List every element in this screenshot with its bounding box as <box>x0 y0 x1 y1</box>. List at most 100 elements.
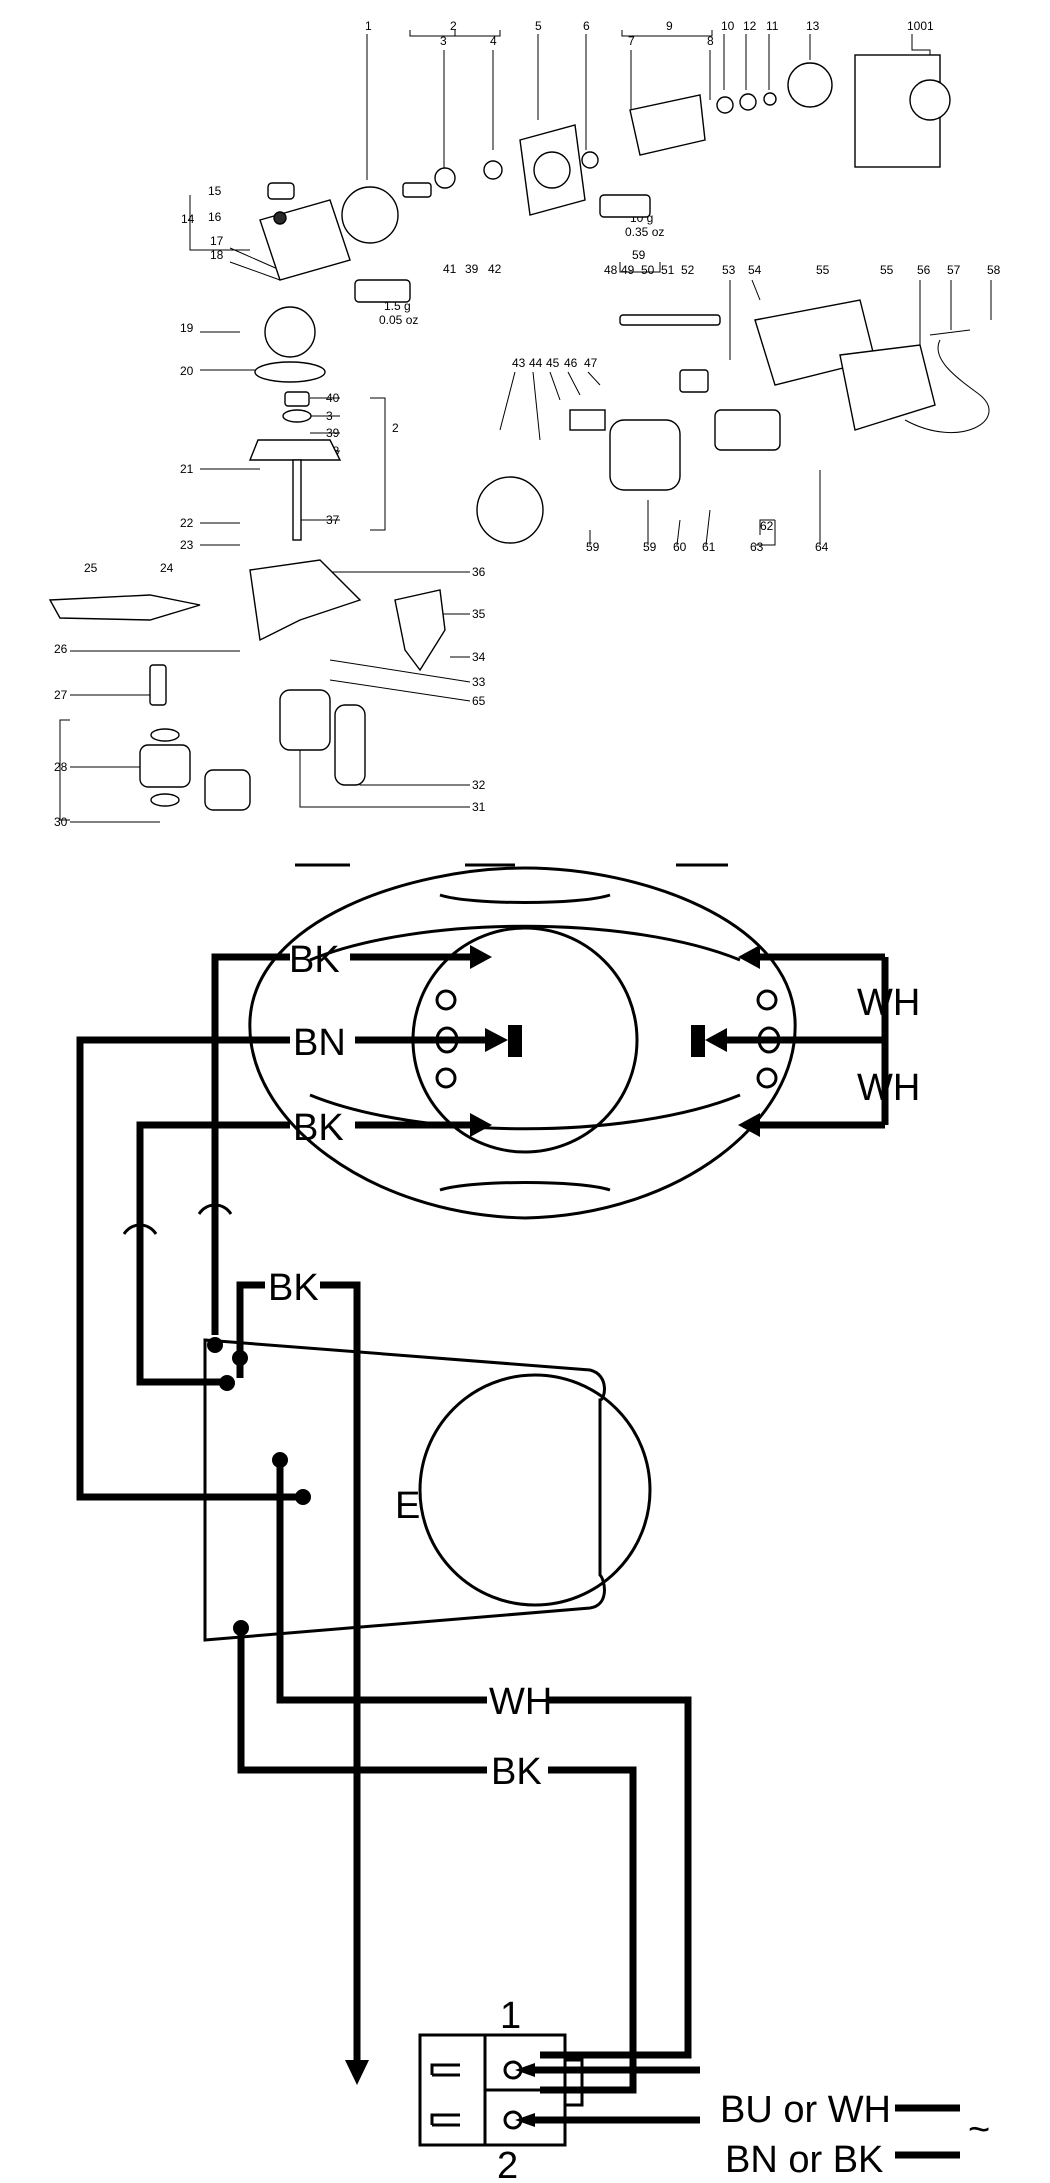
wire-label-bk-module: BK <box>268 1267 319 1309</box>
part-number-39b: 39 <box>465 262 479 276</box>
bevel-gear <box>264 306 316 358</box>
part-number-67: 65 <box>472 694 486 708</box>
part-number-43: 43 <box>512 356 526 370</box>
part-number-59: 59 <box>586 540 600 554</box>
part-number-65: 64 <box>815 540 829 554</box>
part-number-57: 57 <box>947 263 961 277</box>
exploded-parts-view: 1 2 3 4 5 6 7 8 9 10 11 12 13 1001 14 15… <box>48 19 1001 829</box>
wire-bk-lower <box>136 1121 480 1386</box>
part-number-19: 19 <box>180 321 194 335</box>
part-number-35: 35 <box>472 607 486 621</box>
part-number-45: 45 <box>546 356 560 370</box>
wire-bk-module <box>236 1281 361 2072</box>
part-number-26: 26 <box>54 642 68 656</box>
switch <box>418 2033 584 2147</box>
part-number-24: 24 <box>160 561 174 575</box>
part-drawings <box>48 54 951 811</box>
grease-tube-oz-2: 0.05 oz <box>379 313 418 327</box>
wire-label-wh-upper: WH <box>857 982 920 1024</box>
part-number-15: 15 <box>208 184 222 198</box>
part-number-20: 20 <box>180 364 194 378</box>
part-number-4: 4 <box>490 34 497 48</box>
part-number-17: 17 <box>210 234 224 248</box>
brush-right <box>691 1025 705 1057</box>
part-number-23: 23 <box>180 538 194 552</box>
part-number-55b: 55 <box>880 263 894 277</box>
wire-labels: BK BN BK WH WH BK WH BK 1 2 BU or WH BN … <box>268 939 990 2183</box>
ac-symbol: ~ <box>968 2109 990 2151</box>
terminal-dot <box>295 1489 311 1505</box>
wire-bk-top <box>211 953 480 1335</box>
wiring-diagram: E <box>76 863 960 2159</box>
wire-label-bk-lower: BK <box>293 1107 344 1149</box>
part-number-42: 42 <box>488 262 502 276</box>
part-number-55a: 55 <box>816 263 830 277</box>
part-number-53: 53 <box>722 263 736 277</box>
part-number-14: 14 <box>181 212 195 226</box>
gear-head-14 <box>259 199 351 281</box>
part-number-44: 44 <box>529 356 543 370</box>
lever-25 <box>48 594 201 621</box>
part-number-2: 2 <box>450 19 457 33</box>
part-number-2b: 2 <box>392 421 399 435</box>
part-number-41: 41 <box>443 262 457 276</box>
terminal-dot <box>219 1375 235 1391</box>
part-number-60b: 59 <box>643 540 657 554</box>
wire-label-bk-bottom: BK <box>491 1751 542 1793</box>
part-number-1: 1 <box>365 19 372 33</box>
fan-baffle-13 <box>787 62 833 108</box>
switch-terminal-1: 1 <box>500 1995 521 2037</box>
part-number-33: 33 <box>472 675 486 689</box>
part-number-28: 28 <box>54 760 68 774</box>
grease-tube-1 <box>599 194 651 218</box>
motor-housing-60 <box>609 419 681 491</box>
part-number-18: 18 <box>210 248 224 262</box>
part-number-5: 5 <box>535 19 542 33</box>
wire-label-bn: BN <box>293 1022 346 1064</box>
motor-assembly-drawings <box>476 299 990 544</box>
part-number-6: 6 <box>583 19 590 33</box>
part-number-9: 9 <box>666 19 673 33</box>
part-number-27: 27 <box>54 688 68 702</box>
part-number-63: 62 <box>760 519 774 533</box>
armature-7 <box>629 94 706 156</box>
part-number-31: 31 <box>472 800 486 814</box>
part-number-3: 3 <box>440 34 447 48</box>
part-number-1001: 1001 <box>907 19 934 33</box>
grease-tube-oz-1: 0.35 oz <box>625 225 664 239</box>
part-number-50: 50 <box>641 263 655 277</box>
part-number-32: 32 <box>472 778 486 792</box>
part-number-30: 30 <box>54 815 68 829</box>
part-number-13: 13 <box>806 19 820 33</box>
gasket-1 <box>341 186 399 244</box>
part-number-48: 48 <box>604 263 618 277</box>
electronics-module <box>203 1338 652 1642</box>
part-number-10: 10 <box>721 19 735 33</box>
handle-shell-55b <box>839 344 936 431</box>
wire-bn <box>76 1036 495 1501</box>
switch-rod-50 <box>619 314 721 326</box>
part-number-25: 25 <box>84 561 98 575</box>
supply-line-1-label: BU or WH <box>720 2089 891 2131</box>
part-number-34: 34 <box>472 650 486 664</box>
stator-43 <box>476 476 544 544</box>
part-number-47: 47 <box>584 356 598 370</box>
part-number-62: 61 <box>702 540 716 554</box>
part-number-16: 16 <box>208 210 222 224</box>
bearing-flange-38 <box>248 439 342 461</box>
part-number-64: 63 <box>750 540 764 554</box>
wire-bk-bottom <box>237 1628 637 2094</box>
part-number-22: 22 <box>180 516 194 530</box>
part-number-56: 56 <box>917 263 931 277</box>
part-number-7: 7 <box>628 34 635 48</box>
part-number-52: 52 <box>681 263 695 277</box>
part-number-46: 46 <box>564 356 578 370</box>
part-number-60a: 59 <box>632 248 646 262</box>
supply-line-2-label: BN or BK <box>725 2139 883 2181</box>
part-number-36: 36 <box>472 565 486 579</box>
terminal-dot <box>232 1350 248 1366</box>
bushing-31 <box>279 689 331 751</box>
part-number-11: 11 <box>766 19 779 33</box>
part-number-8: 8 <box>707 34 714 48</box>
